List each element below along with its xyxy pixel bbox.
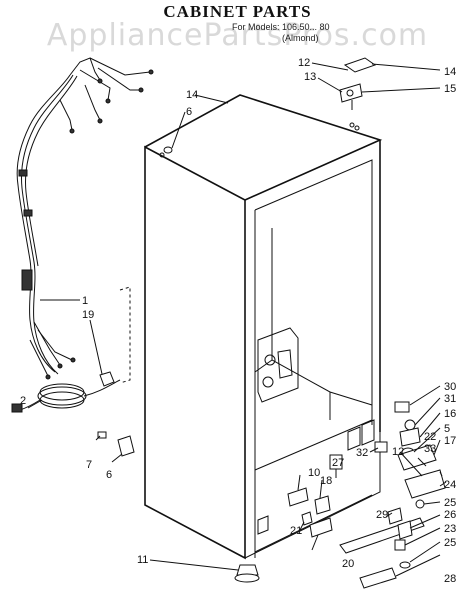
callout-labels: 14 6 1 19 2 7 6 11 12 13 14 15 30 31 16 … (20, 57, 456, 585)
models-subtitle: For Models: 106.50... 80 (232, 22, 330, 32)
callout-13: 13 (304, 71, 316, 83)
callout-7: 7 (86, 459, 92, 471)
watermark: AppliancePartsPros.com (46, 18, 429, 53)
callout-5: 5 (444, 423, 450, 435)
callout-17: 17 (444, 435, 456, 447)
callout-33: 33 (424, 443, 436, 455)
wire-harness (16, 57, 154, 380)
callout-2: 2 (20, 395, 26, 407)
callout-18: 18 (320, 475, 332, 487)
cabinet-body (119, 94, 383, 560)
callout-14: 14 (444, 66, 456, 78)
callout-28: 28 (444, 573, 456, 585)
callout-19: 19 (82, 309, 94, 321)
callout-23: 23 (444, 523, 456, 535)
small-parts (97, 57, 446, 589)
callout-27: 27 (332, 457, 344, 469)
callout-30: 30 (444, 381, 456, 393)
callout-29: 29 (376, 509, 388, 521)
callout-6: 6 (106, 469, 112, 481)
callout-16: 16 (444, 408, 456, 420)
callout-10: 10 (308, 467, 320, 479)
callout-21: 21 (290, 525, 302, 537)
power-cord (11, 379, 121, 413)
diagram-title: CABINET PARTS (163, 2, 312, 21)
leader-lines (27, 62, 447, 577)
callout-1: 1 (82, 295, 88, 307)
callout-26: 26 (444, 509, 456, 521)
callout-24: 24 (444, 479, 456, 491)
callout-32: 32 (356, 447, 368, 459)
callout-25-b: 25 (444, 537, 456, 549)
callout-12-top: 12 (298, 57, 310, 69)
callout-20: 20 (342, 558, 354, 570)
callout-3: 14 (186, 89, 198, 101)
callout-12-bottom: 12 (392, 446, 404, 458)
color-subtitle: (Almond) (282, 33, 319, 43)
callout-11: 11 (137, 554, 148, 566)
callout-4: 6 (186, 106, 192, 118)
callout-31: 31 (444, 393, 456, 405)
callout-25-a: 25 (444, 497, 456, 509)
callout-15: 15 (444, 83, 456, 95)
callout-22: 22 (424, 431, 436, 443)
